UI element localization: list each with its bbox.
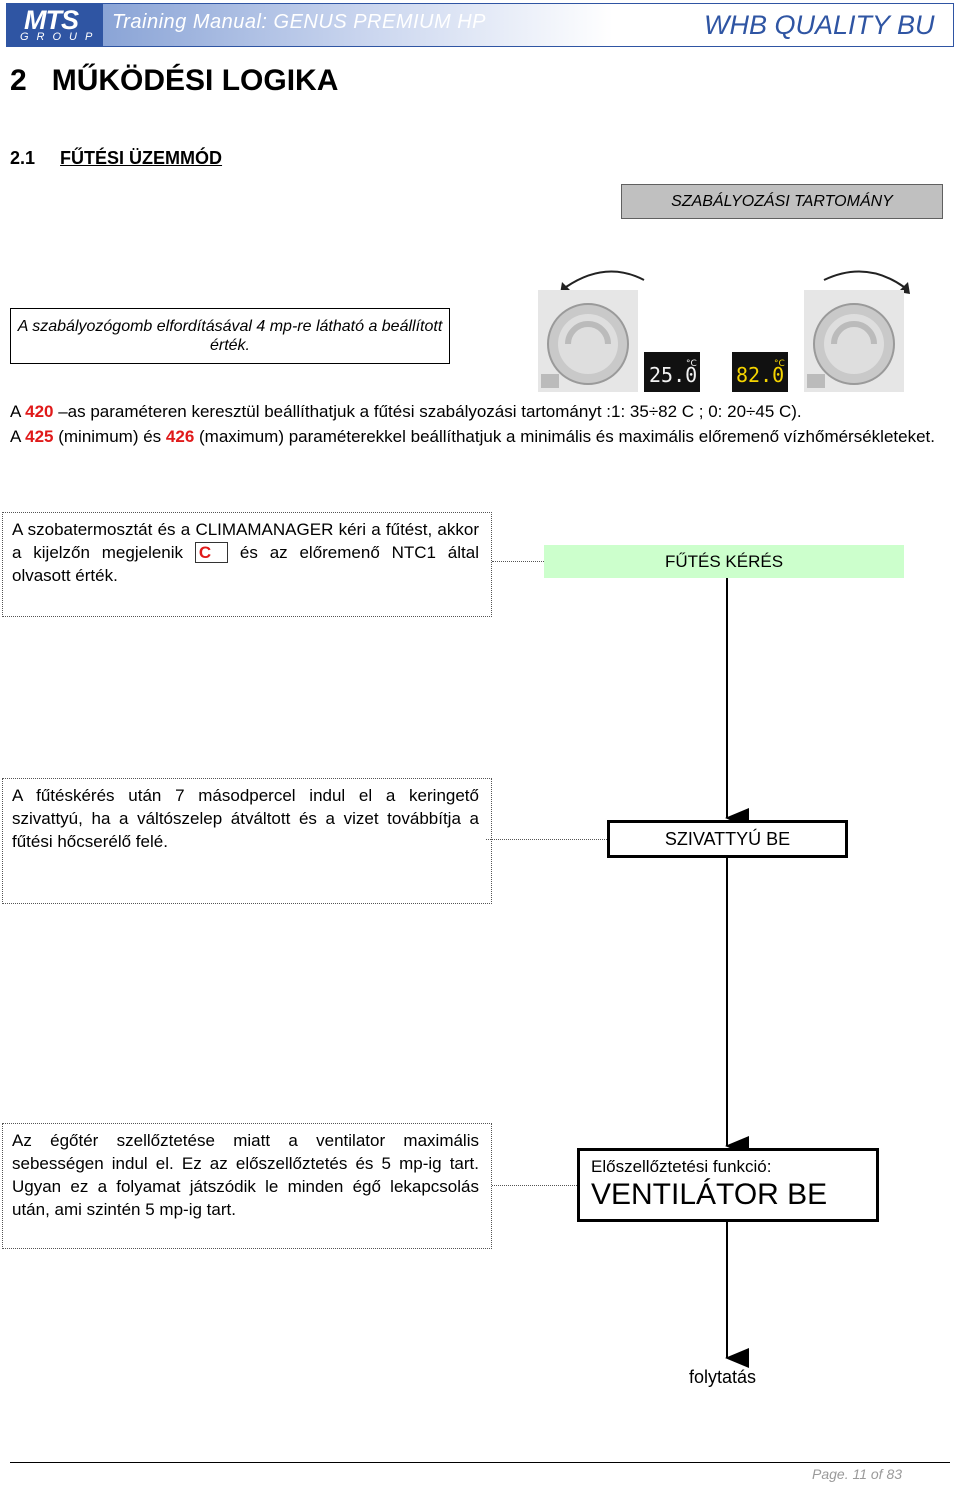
knob-note-box: A szabályozógomb elfordításával 4 mp-re … [10,308,450,364]
step3-text: Az égőtér szellőztetése miatt a ventilat… [12,1131,479,1219]
rotate-left-arrow [565,270,645,288]
step1-text: A szobatermosztát és a CLIMAMANAGER kéri… [12,518,479,587]
display-min-unit: °C [686,359,697,369]
fan-on-box: Előszellőztetési funkció: VENTILÁTOR BE [577,1148,879,1222]
param-text: A [10,402,26,421]
step1-text-a: A szobatermosztát és a CLIMAMANAGER kéri… [12,520,479,562]
subsection-title: 2.1 FŰTÉSI ÜZEMMÓD [10,148,222,169]
param-text: (minimum) és [53,427,166,446]
fan-on-subtitle: Előszellőztetési funkció: [591,1157,772,1176]
param-line-420: A 420 –as paraméteren keresztül beállíth… [10,400,950,423]
param-text: A [10,427,26,446]
subsection-heading: FŰTÉSI ÜZEMMÓD [60,148,223,168]
display-max [732,352,788,392]
pump-on-box: SZIVATTYÚ BE [607,820,848,858]
display-c-symbol: C [194,542,229,563]
step2-text: A fűtéskérés után 7 másodpercel indul el… [12,786,479,851]
param-line-425-426: A 425 (minimum) és 426 (maximum) paramét… [10,425,940,448]
display-max-unit: °C [774,359,785,369]
header-title: Training Manual: GENUS PREMIUM HP [112,11,486,33]
page-number: Page. 11 of 83 [812,1466,903,1482]
param-text: –as paraméteren keresztül beállíthatjuk … [53,402,802,421]
display-min-value: 25.0 [649,363,697,387]
section-title: 2 MŰKÖDÉSI LOGIKA [10,64,338,98]
step1-text-b: és az előremenő NTC1 által olvasott érté… [12,543,479,585]
param-425: 425 [25,427,54,446]
step1-box [2,512,492,617]
step3-connector [492,1185,577,1186]
logo: MTS [24,5,79,35]
param-text: (maximum) paraméterekkel beállíthatjuk a… [194,427,935,446]
range-label-box: SZABÁLYOZÁSI TARTOMÁNY [621,184,943,219]
header-gradient [103,4,953,46]
param-426: 426 [165,427,195,446]
footer-divider [10,1462,950,1463]
continue-label: folytatás [689,1367,757,1387]
step1-connector [492,561,544,562]
display-max-value: 82.0 [736,363,784,387]
fan-on-title: VENTILÁTOR BE [591,1178,828,1211]
knob-illustration: 25.0 °C 82.0 °C [538,270,910,392]
step2-connector [486,839,607,840]
rotate-right-arrow [823,270,905,288]
step3-box [2,1123,492,1249]
step2-box [2,778,492,904]
param-420: 420 [25,402,54,421]
section-heading: MŰKÖDÉSI LOGIKA [51,64,339,97]
subsection-number: 2.1 [10,148,36,168]
header-right-title: WHB QUALITY BU [704,10,935,40]
display-min [644,352,700,392]
logo-subtitle: GROUP [20,31,101,43]
heating-request-box: FŰTÉS KÉRÉS [544,545,904,578]
section-number: 2 [10,64,27,97]
